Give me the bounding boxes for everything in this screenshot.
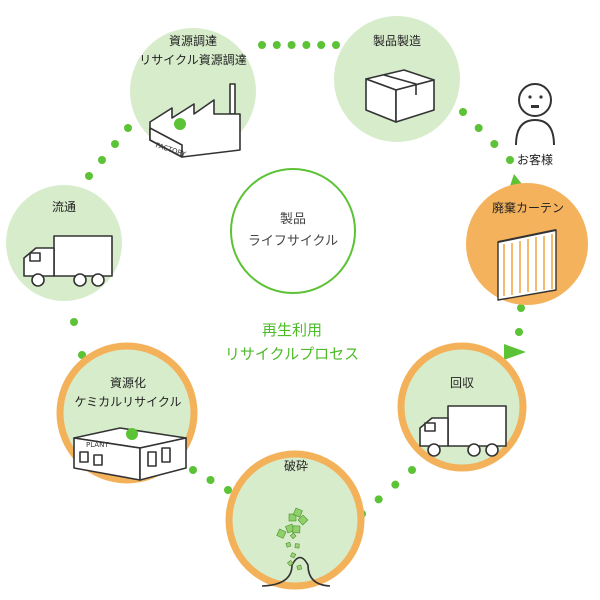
- connector-dot: [189, 466, 197, 474]
- connector-dot: [391, 480, 400, 489]
- crushed-chip: [288, 513, 297, 522]
- crushed-chip: [276, 528, 287, 539]
- connector-dots: [70, 41, 525, 518]
- connector-dot: [98, 156, 106, 164]
- connector-dot: [408, 466, 416, 474]
- crushed-chip: [287, 559, 294, 567]
- connector-dot: [78, 351, 86, 359]
- stage-chemical-label: 資源化 ケミカルリサイクル: [74, 374, 181, 412]
- connector-dot: [517, 304, 525, 312]
- factory-icon: FACTORY: [149, 83, 241, 159]
- connector-dot: [374, 495, 383, 504]
- truck-icon-distribution: [23, 235, 113, 287]
- crushing-pile-icon: [261, 507, 331, 587]
- truck-icon-collection: [419, 405, 507, 457]
- center-line1: 製品: [279, 212, 307, 227]
- stage-chemical-line1: 資源化: [109, 376, 147, 390]
- process-label: 再生利用 リサイクルプロセス: [225, 318, 359, 366]
- center-label: 製品 ライフサイクル: [248, 209, 338, 253]
- crushed-chip: [294, 543, 300, 549]
- arrow-icon-to-disposal: [510, 174, 522, 186]
- connector-dot: [111, 140, 119, 148]
- stage-disposal-label: 廃棄カーテン: [491, 201, 565, 215]
- stage-customer-label: お客様: [516, 153, 554, 167]
- stage-procurement-line1: 資源調達: [168, 34, 217, 48]
- plant-icon: PLANT: [73, 427, 187, 481]
- crushed-chip: [296, 564, 303, 571]
- plant-icon-text: PLANT: [86, 441, 109, 449]
- connector-dot: [332, 41, 340, 49]
- customer-icon: [515, 83, 555, 146]
- stage-crushing-label: 破砕: [283, 459, 309, 473]
- crushed-chip: [290, 552, 297, 559]
- connector-dot: [506, 156, 514, 164]
- connector-dot: [272, 41, 281, 49]
- stage-chemical-line2: ケミカルリサイクル: [74, 395, 182, 409]
- crushed-chips: [276, 507, 309, 571]
- connector-dot: [515, 328, 523, 336]
- process-line1: 再生利用: [261, 321, 323, 339]
- connector-dot: [459, 108, 467, 116]
- arrow-icon-to-collection: [504, 344, 526, 360]
- crushed-chip: [292, 525, 301, 534]
- connector-dot: [70, 318, 78, 326]
- connector-dot: [224, 486, 232, 494]
- connector-dot: [302, 41, 311, 49]
- stage-collection-label: 回収: [449, 376, 475, 390]
- crushed-chip: [297, 514, 309, 526]
- curtain-icon: [497, 229, 557, 301]
- connector-dot: [258, 41, 266, 49]
- stage-procurement-line2: リサイクル資源調達: [139, 53, 247, 67]
- process-line2: リサイクルプロセス: [224, 345, 360, 363]
- box-icon: [365, 69, 435, 123]
- crushed-chip: [289, 532, 297, 540]
- connector-dot: [317, 41, 326, 49]
- connector-dot: [85, 172, 93, 180]
- connector-dot: [206, 476, 215, 484]
- connector-dot: [474, 124, 483, 132]
- stage-procurement-label: 資源調達 リサイクル資源調達: [139, 32, 246, 70]
- connector-dot: [490, 140, 499, 148]
- stage-manufacturing-label: 製品製造: [372, 34, 422, 48]
- crushed-chip: [292, 507, 303, 518]
- center-ring: [230, 168, 356, 294]
- stage-distribution-label: 流通: [51, 200, 77, 214]
- center-line2: ライフサイクル: [247, 234, 339, 249]
- connector-dot: [124, 124, 132, 132]
- crushed-chip: [285, 541, 292, 548]
- connector-dot: [287, 41, 296, 49]
